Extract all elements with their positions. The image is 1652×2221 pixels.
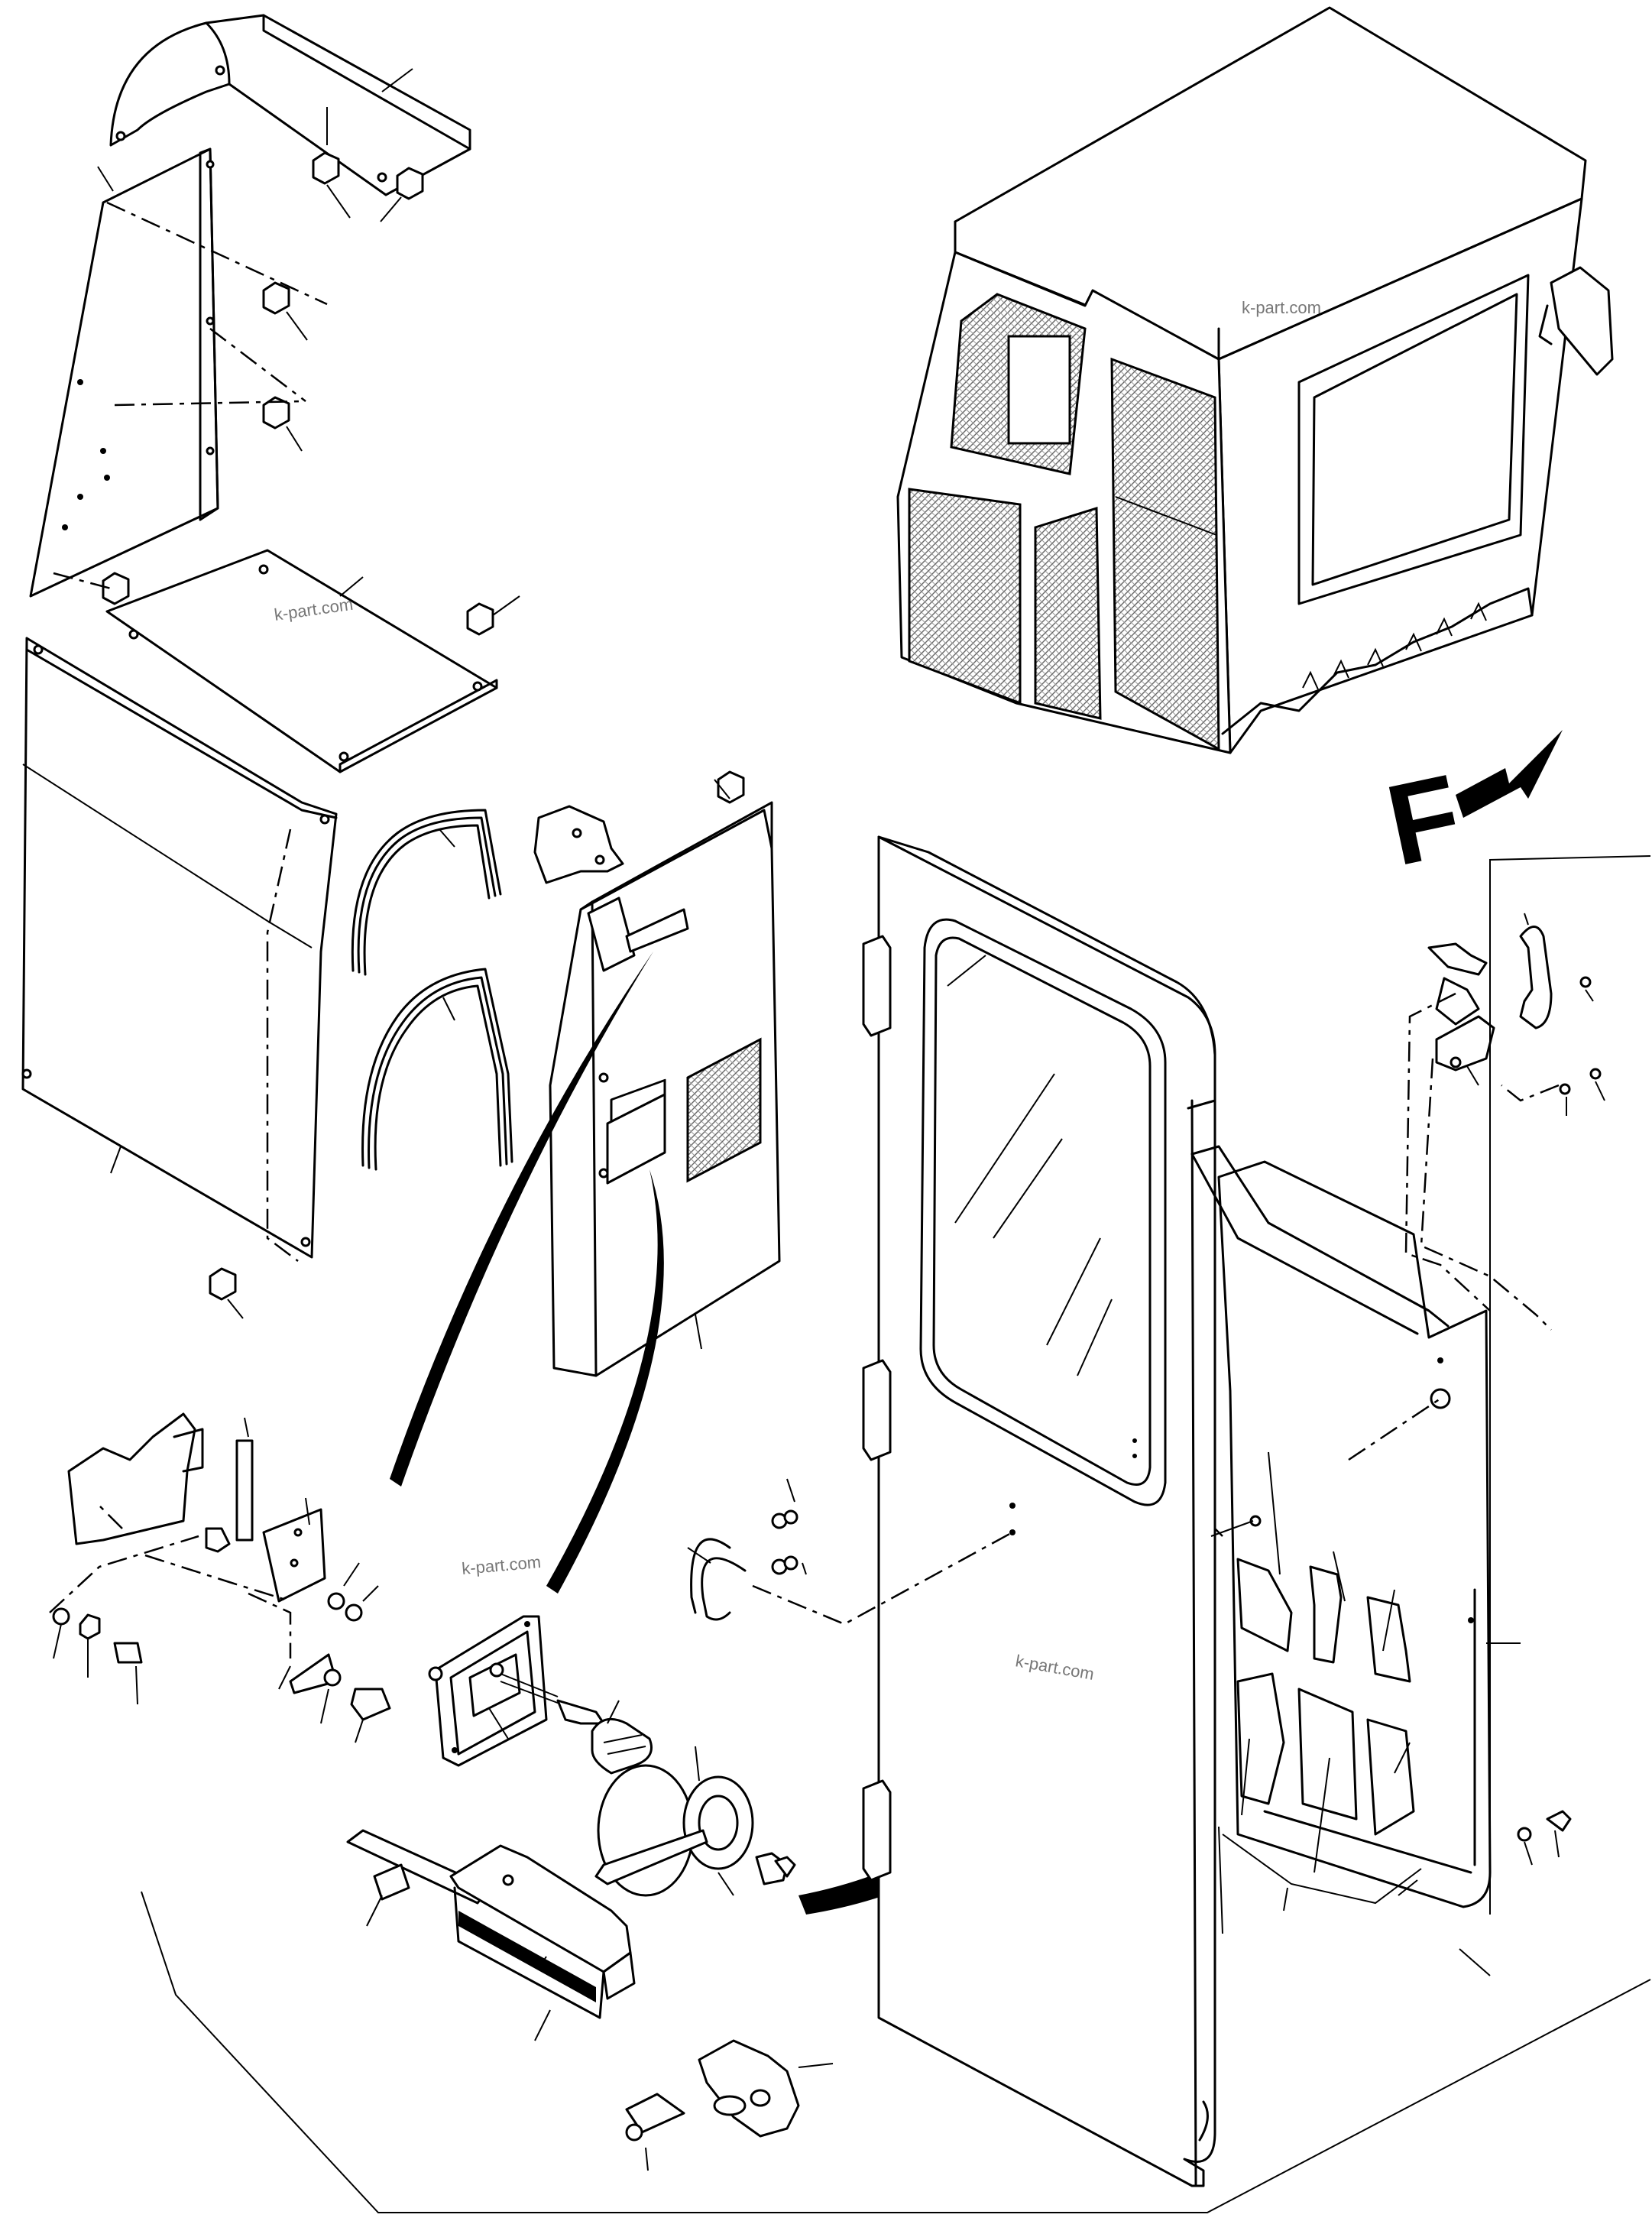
inner-trim-panel	[549, 779, 781, 1377]
door-catch	[594, 1746, 796, 1897]
door-seal-upper	[351, 809, 502, 976]
bottom-cover-plate: k-part.com	[105, 549, 498, 773]
cab-assembly: k-part.com	[896, 6, 1614, 754]
front-arrow: F	[1376, 730, 1563, 890]
door-assembly: k-part.com	[862, 835, 1216, 2187]
front-side-panel	[21, 637, 338, 1262]
key	[500, 1673, 653, 1775]
outer-handle	[346, 1829, 636, 2041]
assembly-bracket-lines	[141, 855, 1651, 2213]
striker-plate	[625, 2039, 834, 2171]
bolt	[102, 151, 745, 1319]
rear-top-cover	[109, 14, 471, 196]
door-seal-lower	[361, 968, 513, 1171]
watermark: k-part.com	[461, 1552, 542, 1578]
bracket-assembly	[49, 1412, 391, 1743]
mounting-bolts	[1517, 1810, 1572, 1866]
bracket-small	[533, 805, 624, 884]
door-grip-handle	[1404, 913, 1605, 1331]
watermark: k-part.com	[1242, 298, 1321, 317]
lock-assembly: k-part.com	[428, 1552, 548, 1767]
inner-door-panel	[1190, 1145, 1521, 1934]
rear-side-panel	[29, 148, 328, 598]
view-label: F	[1376, 750, 1472, 890]
grab-handle	[687, 1478, 1013, 1626]
